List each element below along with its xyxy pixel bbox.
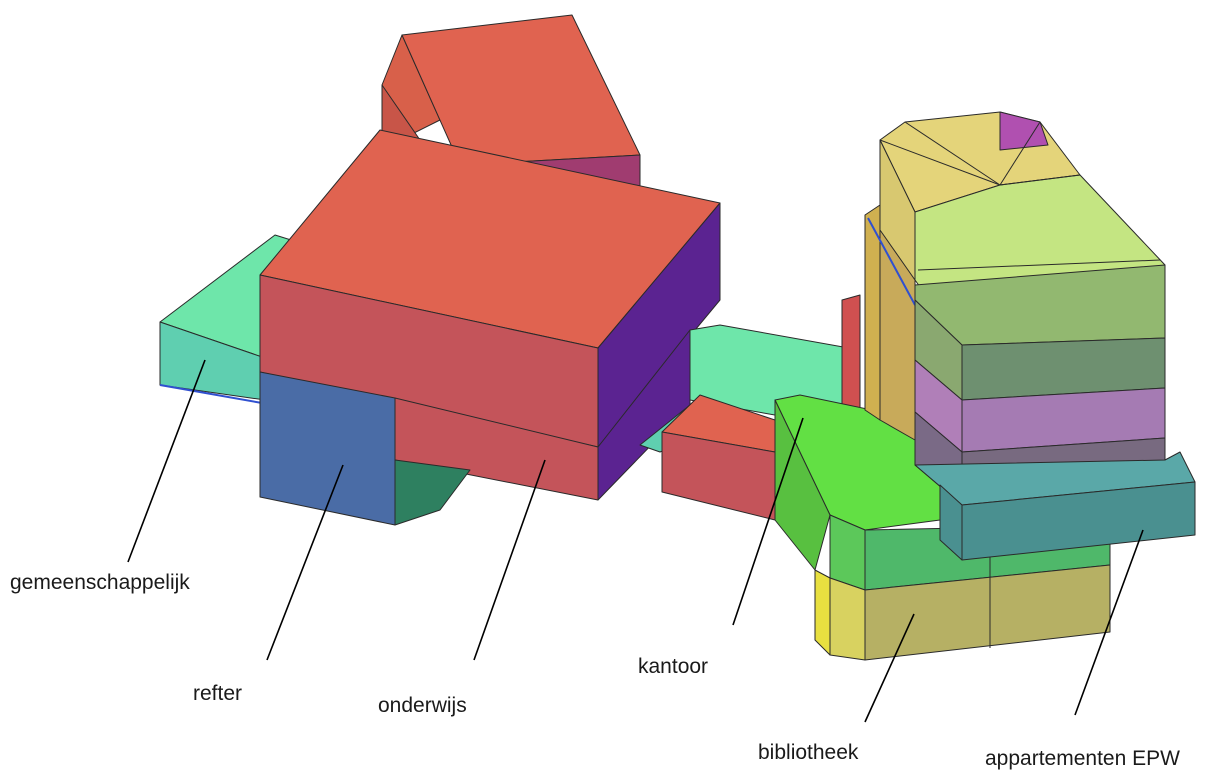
label-refter: refter: [193, 682, 242, 705]
leader-gemeenschappelijk: [127, 359, 206, 563]
kantoor-volume: [661, 294, 861, 521]
leader-refter: [266, 464, 344, 661]
refter-volume: [259, 371, 471, 526]
appartementen-volume: [864, 111, 1196, 561]
leader-appartementen: [1074, 529, 1144, 716]
label-kantoor: kantoor: [638, 655, 708, 678]
leader-onderwijs: [473, 459, 546, 661]
leader-kantoor: [732, 417, 804, 626]
onderwijs-volume: [259, 129, 721, 501]
leader-bibliotheek: [864, 613, 915, 723]
label-gemeenschappelijk: gemeenschappelijk: [10, 571, 190, 594]
label-onderwijs: onderwijs: [378, 694, 467, 717]
label-bibliotheek: bibliotheek: [758, 741, 859, 764]
label-appartementen: appartementen EPW: [985, 747, 1180, 770]
